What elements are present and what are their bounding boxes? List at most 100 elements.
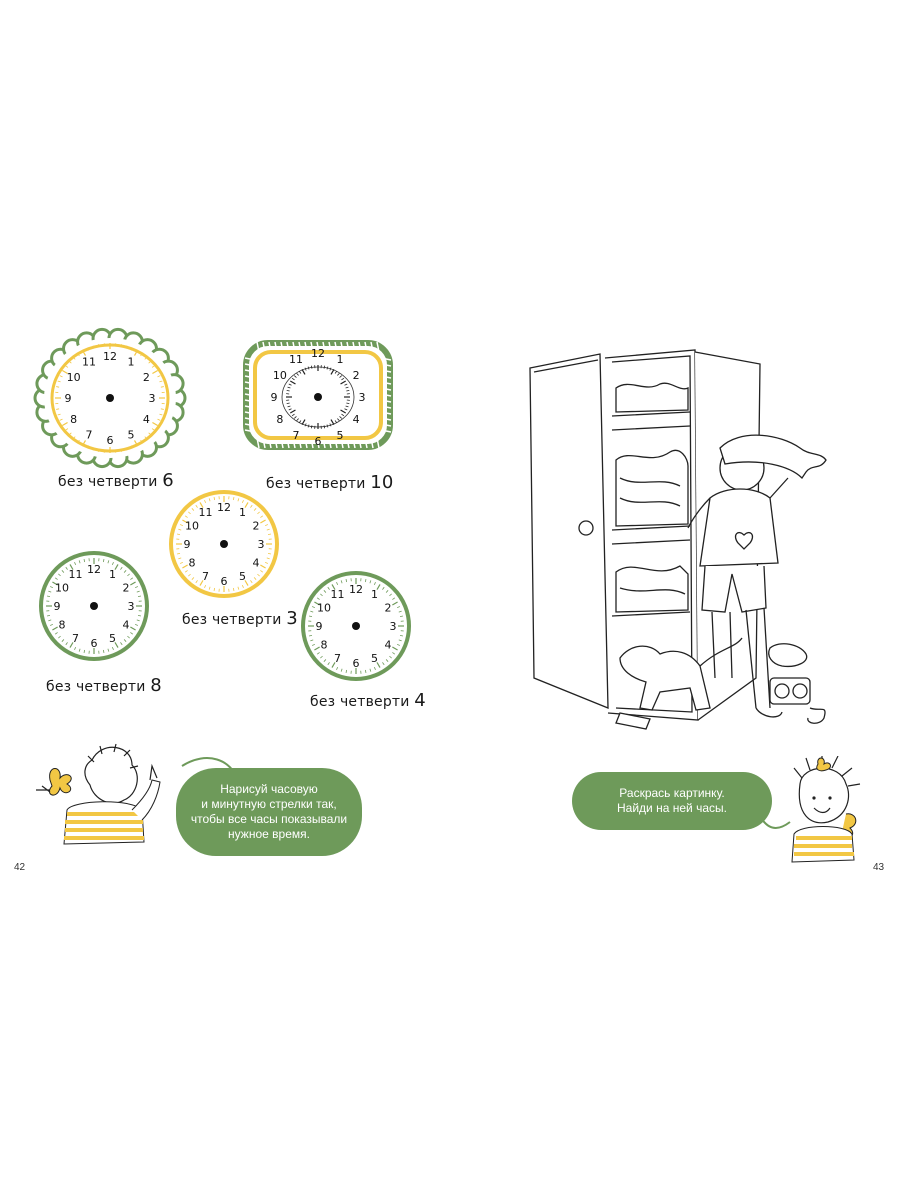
caption-text: без четверти (182, 612, 282, 628)
clock-tick (178, 528, 182, 531)
bubble-line: Раскрась картинку. (619, 786, 725, 800)
clock-tick (330, 419, 335, 426)
clock-tick (311, 606, 316, 609)
clock-tick (48, 590, 52, 593)
clock-tick (392, 597, 396, 600)
bubble-line: нужное время. (228, 827, 310, 841)
clock-tick (287, 386, 291, 389)
clock-number: 8 (70, 413, 77, 426)
stripe (370, 437, 374, 449)
clock-tick (87, 445, 90, 449)
clock-tick (241, 499, 244, 504)
clock-tick (114, 642, 119, 648)
clock-tick (130, 632, 134, 635)
clock-tick (298, 420, 302, 424)
clock-tick (144, 356, 148, 360)
clock-number: 8 (188, 557, 195, 570)
clock-tick (310, 425, 313, 429)
clock-number: 3 (128, 600, 135, 613)
clock-tick (232, 587, 235, 592)
clock-tick (323, 365, 326, 369)
clock-number: 2 (143, 371, 150, 384)
clock-tick (144, 436, 148, 440)
clock-tick (68, 432, 72, 436)
clock-tick (298, 370, 302, 374)
clock-tick (62, 421, 68, 427)
clock-tick (213, 496, 216, 501)
caption-number: 6 (162, 470, 174, 491)
clock-tick (289, 380, 296, 385)
clock-number: 11 (69, 568, 83, 581)
clock-tick (389, 655, 392, 659)
clock-caption: без четверти 6 (58, 470, 174, 491)
clock-number: 9 (65, 392, 72, 405)
clock-caption: без четверти 8 (46, 675, 162, 696)
caption-text: без четверти (266, 476, 366, 492)
clock-tick (382, 586, 385, 590)
clock-tick (62, 369, 68, 375)
clock-tick (74, 646, 77, 651)
clock-number: 3 (149, 392, 156, 405)
clock-tick (152, 421, 158, 427)
right-instruction-bubble: Раскрась картинку. Найди на ней часы. (572, 772, 772, 830)
clock-caption: без четверти 4 (310, 690, 426, 711)
clock-tick (137, 595, 142, 598)
clock-tick (369, 668, 372, 672)
clock-tick (244, 502, 249, 508)
clock-tick (341, 377, 345, 381)
clock-tick (337, 372, 340, 376)
clock-tick (288, 408, 292, 411)
clock-tick (134, 623, 139, 626)
clock-tick (345, 669, 348, 674)
clock-tick (107, 560, 110, 564)
clock-tick (253, 508, 257, 511)
clock-tick (140, 353, 143, 357)
caption-text: без четверти (46, 679, 146, 695)
clock-tick (337, 418, 340, 422)
clock-number: 10 (317, 602, 331, 615)
clock-tick (323, 659, 327, 662)
clock-tick (316, 652, 320, 655)
clock-tick (331, 662, 336, 668)
clock-tick (208, 586, 211, 590)
caption-text: без четверти (58, 474, 158, 490)
clock-tick (257, 573, 260, 577)
clock-tick (114, 564, 119, 570)
stripe (380, 357, 392, 361)
clock-number: 4 (253, 557, 260, 570)
clock-tick (134, 586, 139, 589)
clock-tick (293, 375, 297, 378)
clock-tick (65, 428, 69, 431)
clock-tick (68, 360, 72, 364)
clock-tick (293, 416, 297, 419)
clock-tick (130, 445, 133, 449)
clock-number: 11 (82, 356, 96, 369)
caption-number: 3 (286, 608, 298, 629)
clock-tick (179, 524, 184, 527)
clock-tick (291, 377, 295, 381)
clock-tick (345, 405, 349, 408)
clock-number: 7 (202, 570, 209, 583)
clock-tick (336, 581, 339, 586)
stripe (262, 341, 266, 353)
clock-number: 5 (128, 428, 135, 441)
clock-tick (264, 561, 269, 564)
clock-number: 1 (239, 506, 246, 519)
clock-number: 8 (320, 639, 327, 652)
clock-tick (157, 418, 161, 421)
clock-tick (49, 586, 54, 589)
clock-number: 6 (315, 435, 322, 448)
clock-tick (184, 515, 188, 518)
clock-tick (266, 528, 270, 531)
clock-tick (152, 369, 158, 375)
clock-tick (148, 360, 152, 364)
clock-number: 4 (143, 413, 150, 426)
clock-tick (136, 590, 140, 593)
clock-tick (61, 570, 65, 573)
